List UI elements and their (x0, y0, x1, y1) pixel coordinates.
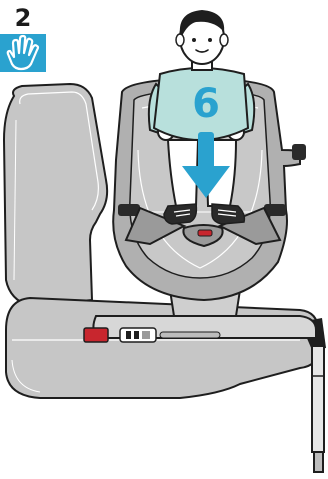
vehicle-seat-cushion (6, 298, 318, 398)
isofix-latch-icon (84, 328, 108, 342)
weight-label: 6 (176, 82, 236, 126)
vehicle-seat-back (4, 84, 107, 306)
